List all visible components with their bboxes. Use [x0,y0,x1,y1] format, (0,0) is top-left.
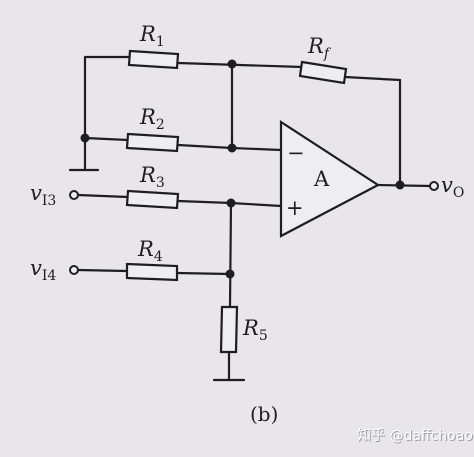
junction-dot-r4 [225,269,235,279]
wire-r1-rf [176,61,304,69]
label-vi3: vI3 [30,181,56,209]
junction-dot-top [227,59,237,69]
label-r1: R1 [139,22,165,50]
label-r4: R4 [137,237,163,265]
label-vo: vO [441,173,464,201]
label-vi4: vI4 [30,256,56,284]
opamp-label: A [313,167,330,191]
junction-dot-inverting [227,143,237,153]
inverting-input-sign: − [287,141,305,165]
watermark-shadow: 知乎 @daffchoao [358,428,474,445]
label-rf: Rf [307,34,332,62]
resistor-r4 [125,262,179,282]
figure-caption: (b) [250,402,278,426]
terminal-vo [429,181,439,191]
wire-to-inverting-input [230,146,283,152]
wire-to-noninverting-input [229,201,283,208]
resistor-r5 [219,305,239,354]
watermark: 知乎 @daffchoao [357,427,473,444]
junction-dot-output [395,180,405,190]
junction-dot-noninverting [226,198,236,208]
resistor-r1 [127,49,180,70]
wire-noninverting-vertical [228,201,233,309]
wire-vi4-to-r4 [76,268,129,273]
wire-r4-right [175,271,232,276]
wire-r2-left [83,136,130,142]
wire-vi3-to-r3 [76,193,130,199]
label-r2: R2 [139,105,165,133]
wire-r3-right [176,199,233,205]
resistor-rf [298,60,348,85]
wire-rf-right [343,75,402,82]
resistor-r2 [125,132,180,153]
label-r3: R3 [139,163,165,191]
junction-dot-ground [80,133,90,143]
opamp-triangle [279,119,381,238]
label-r5: R5 [242,316,268,344]
wire-r2-right [176,143,234,150]
noninverting-input-sign: + [286,196,304,220]
resistor-r3 [125,189,180,210]
terminal-vi4 [69,265,79,275]
terminal-vi3 [69,190,79,200]
